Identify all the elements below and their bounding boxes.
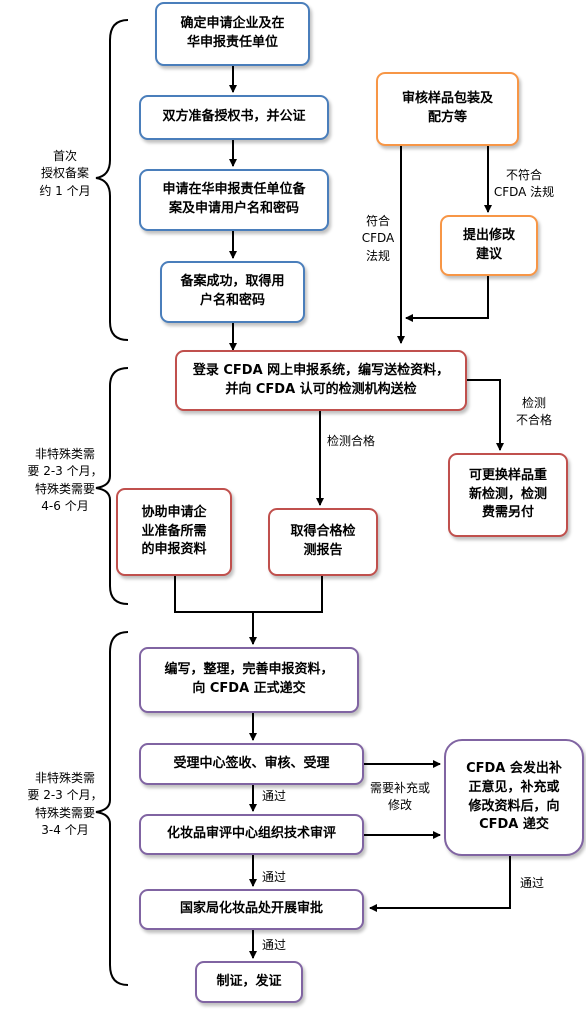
step-prepare-authorization: 双方准备授权书，并公证: [139, 95, 329, 140]
step-assist-materials: 协助申请企 业准备所需 的申报资料: [116, 488, 232, 576]
step-supplement: CFDA 会发出补 正意见，补充或 修改资料后，向 CFDA 递交: [444, 739, 584, 856]
step-confirm-company: 确定申请企业及在 华申报责任单位: [155, 2, 310, 66]
label-not-conform: 不符合 CFDA 法规: [493, 168, 555, 200]
brace-phase2: [95, 367, 129, 605]
label-conform: 符合 CFDA 法规: [361, 214, 395, 263]
step-registration-success: 备案成功，取得用 户名和密码: [160, 261, 305, 323]
label-pass-4: 通过: [520, 876, 545, 890]
join-assist-report: [174, 576, 323, 613]
phase3-duration-label: 非特殊类需 要 2-3 个月， 特殊类需要 3-4 个月: [27, 771, 103, 838]
step-login-submit-test: 登录 CFDA 网上申报系统，编写送检资料， 并向 CFDA 认可的检测机构送检: [175, 350, 467, 411]
arrow-suggest-login: [405, 276, 489, 322]
step-accept-review: 受理中心签收、审核、受理: [139, 743, 364, 785]
step-technical-review: 化妆品审评中心组织技术审评: [139, 814, 364, 855]
label-pass-1: 通过: [262, 789, 287, 803]
brace-phase1: [95, 19, 129, 341]
label-pass-3: 通过: [262, 938, 287, 952]
step-compile-submit: 编写，整理，完善申报资料， 向 CFDA 正式递交: [139, 647, 359, 713]
label-test-pass: 检测合格: [327, 434, 376, 448]
step-review-sample: 审核样品包装及 配方等: [376, 72, 519, 146]
brace-phase3: [95, 631, 129, 986]
step-apply-registration: 申请在华申报责任单位备 案及申请用户名和密码: [139, 169, 329, 231]
label-test-fail: 检测 不合格: [515, 396, 552, 428]
step-suggest-changes: 提出修改 建议: [440, 215, 538, 276]
step-certificate: 制证，发证: [195, 961, 303, 1003]
step-approval: 国家局化妆品处开展审批: [139, 889, 364, 930]
step-retest: 可更换样品重 新检测，检测 费需另付: [448, 453, 568, 537]
label-pass-2: 通过: [262, 870, 287, 884]
label-need-supplement: 需要补充或 修改: [369, 781, 430, 813]
phase1-duration-label: 首次 授权备案 约 1 个月: [39, 149, 91, 198]
phase2-duration-label: 非特殊类需 要 2-3 个月， 特殊类需要 4-6 个月: [27, 447, 103, 514]
arrow-supplement-approval: [369, 856, 511, 912]
arrow-login-fail: [467, 379, 504, 451]
step-obtain-report: 取得合格检 测报告: [268, 508, 378, 576]
